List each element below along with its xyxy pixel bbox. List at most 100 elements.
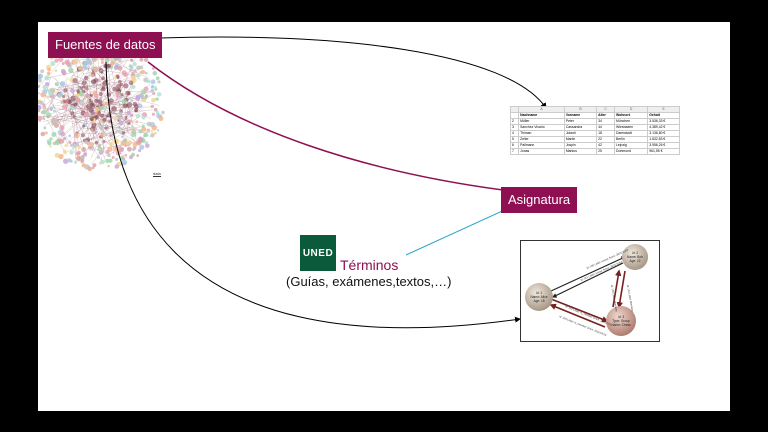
network-node [150,79,156,85]
network-node [116,83,122,89]
network-node [153,107,158,112]
network-node [83,152,88,157]
network-node [132,101,138,107]
network-node [139,70,143,74]
network-node [109,134,112,137]
network-edge [57,111,81,121]
network-node [114,57,118,61]
network-node [110,61,115,66]
network-node [96,155,100,159]
network-node [132,148,136,152]
network-node [74,95,78,99]
network-node [77,145,82,149]
network-node [97,148,100,152]
network-node [150,88,155,93]
network-node [82,64,88,70]
graph-node-bob [622,244,648,270]
network-node [72,115,76,118]
table-cell: Markus [563,148,598,155]
connector-lines [105,36,547,329]
network-node [98,105,101,109]
table-cell: Dortmund [614,148,649,155]
node-text: Name: Chess [611,323,631,327]
network-node [59,81,66,87]
network-node [81,133,85,138]
network-node [39,100,44,105]
network-node [126,101,133,108]
network-node [75,102,78,106]
network-node [100,71,104,74]
network-node [150,85,155,89]
network-node [87,145,92,150]
network-node [50,61,56,67]
node-text: Id: 2 [632,251,638,255]
network-node [150,130,154,133]
network-node [53,122,59,128]
network-node [76,150,81,155]
network-node [105,115,109,118]
uned-logo: UNED [300,235,336,271]
network-node [62,149,67,154]
network-node [117,58,122,62]
network-node [54,139,61,146]
network-node [88,107,94,113]
network-node [152,70,158,76]
network-node [79,116,82,119]
graph-node-chess [606,306,636,336]
network-edge [53,64,144,145]
table-cell: Jonas [518,148,565,155]
network-node [134,109,138,113]
node-text: Type: Group [612,319,630,323]
network-node [133,69,137,73]
node-text: Name: Bob [627,255,643,259]
network-node [80,159,85,163]
network-node [59,125,65,131]
network-node [63,136,67,141]
network-node [84,60,90,66]
network-node [60,131,65,137]
network-node [143,132,149,138]
network-node [139,144,145,150]
network-node [107,164,110,168]
network-node [99,103,103,107]
network-node [64,144,68,148]
network-node [130,99,134,102]
network-node [115,157,119,161]
network-edge [124,126,130,128]
network-node [67,158,72,163]
network-node [91,166,95,170]
network-node [121,131,126,135]
network-node [156,129,160,132]
network-node [82,85,86,89]
network-node [100,133,104,138]
network-edge [53,92,115,117]
network-edge [103,149,119,158]
network-node [127,91,131,95]
network-node [38,109,41,113]
edge-text: Id: 102 Label: is_member Since: 2005/7/0… [565,304,613,326]
network-node [84,93,89,98]
network-node [72,58,79,65]
network-node [82,124,86,128]
network-node [100,60,105,64]
network-node [38,119,42,122]
network-node [73,143,78,148]
network-node [83,112,90,118]
network-node [107,63,112,68]
network-node [81,147,87,153]
graph-svg: Id: 1 Name: Alice Age: 18 Id: 2 Name: Bo… [525,244,648,337]
spreadsheet-thumbnail: A B C D E Nachname Vorname Alter Wohnort… [509,106,680,160]
network-edge [57,94,133,121]
network-node [120,93,124,97]
network-node [132,61,137,67]
node-text: Id: 3 [618,315,624,319]
network-node [42,117,46,121]
network-node [89,102,95,107]
network-node [135,120,139,124]
slide: Fuentes de datos Asignatura data UNED Té… [38,22,730,411]
network-node [79,91,84,97]
graph-edge [549,303,606,328]
network-node [138,104,143,109]
network-node [60,100,64,105]
